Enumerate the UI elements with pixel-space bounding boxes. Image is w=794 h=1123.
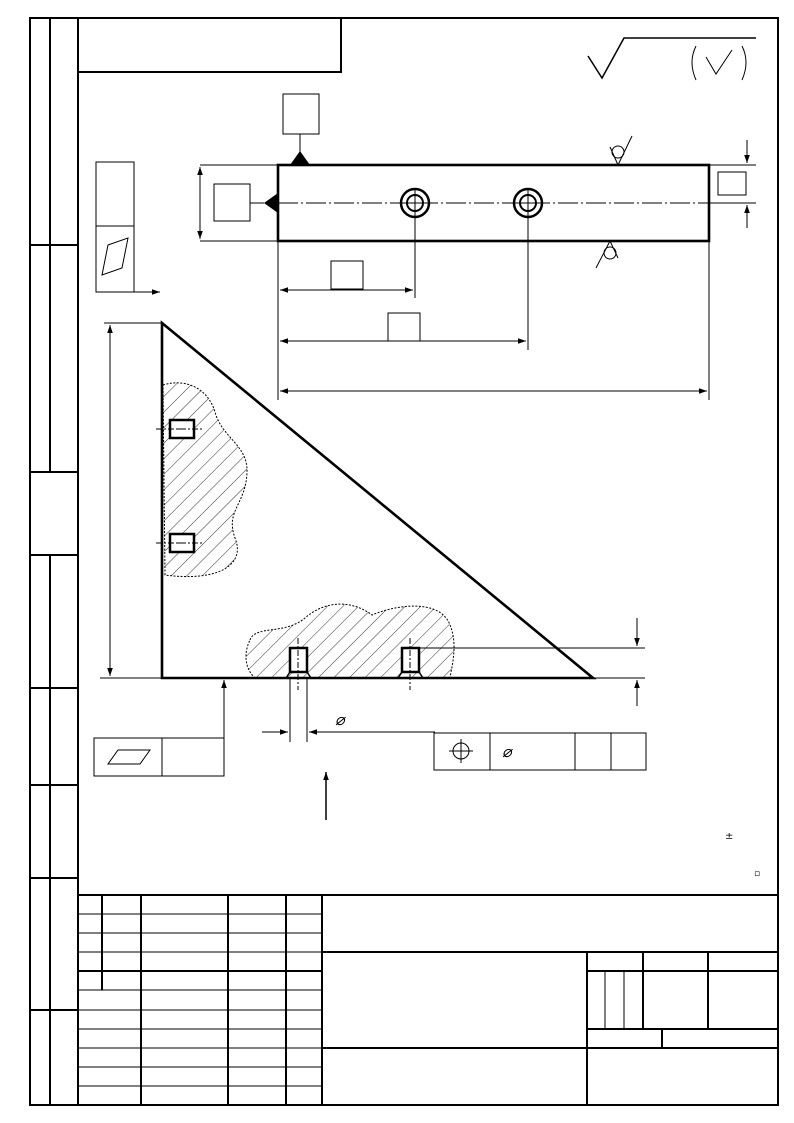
dim-triangle-height bbox=[100, 322, 162, 679]
screw-bottom-2 bbox=[397, 638, 424, 690]
weld-mark-bottom bbox=[595, 240, 619, 269]
roughness-symbol bbox=[587, 37, 756, 81]
square-mark-note: ▫ bbox=[754, 869, 760, 879]
dim-hole-2-box bbox=[387, 312, 421, 342]
dim-screw-height bbox=[420, 618, 645, 706]
triangle-front-view bbox=[160, 320, 597, 680]
diameter-symbol-dim: ⌀ bbox=[335, 710, 346, 729]
hole-2 bbox=[512, 187, 544, 219]
weld-mark-top bbox=[609, 135, 633, 166]
top-designation-box bbox=[77, 17, 342, 73]
screw-side-1 bbox=[156, 418, 204, 440]
plate-top-view bbox=[200, 163, 756, 400]
title-block bbox=[78, 894, 778, 1105]
flatness-frame-lower bbox=[93, 680, 227, 777]
plus-minus-note: ± bbox=[725, 831, 733, 842]
thickness-box bbox=[717, 171, 747, 196]
datum-left bbox=[213, 183, 278, 222]
diameter-symbol-frame: ⌀ bbox=[502, 742, 513, 761]
screw-side-2 bbox=[156, 532, 204, 554]
position-tolerance-frame: ⌀ bbox=[433, 732, 647, 771]
screw-bottom-1 bbox=[285, 638, 312, 690]
datum-top bbox=[282, 93, 320, 165]
hole-1 bbox=[399, 187, 431, 219]
section-cut-horizontal bbox=[245, 603, 455, 679]
dim-screw-diameter: ⌀ bbox=[262, 678, 435, 742]
sheet-frame bbox=[29, 17, 779, 1106]
dim-hole-1-box bbox=[330, 260, 364, 290]
flatness-frame-upper bbox=[95, 161, 160, 295]
